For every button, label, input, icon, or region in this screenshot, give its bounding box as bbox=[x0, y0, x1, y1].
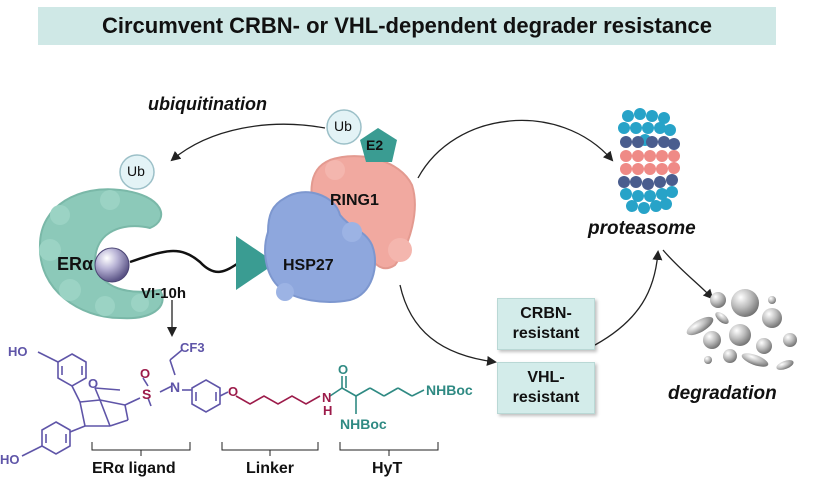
linker-segment-label: Linker bbox=[246, 460, 295, 477]
ether-o-label: O bbox=[228, 384, 239, 399]
ubiquitination-arrow bbox=[170, 123, 326, 162]
ring1-label: RING1 bbox=[330, 192, 379, 209]
carbonyl-o-label: O bbox=[338, 362, 349, 377]
amide-n-label: N bbox=[322, 390, 332, 405]
hyt-segment-label: HyT bbox=[372, 460, 403, 477]
crbn-line1: CRBN- bbox=[520, 305, 572, 322]
chemical-structure bbox=[21, 349, 439, 457]
nitrogen-label: N bbox=[170, 379, 181, 395]
ubiquitination-label: ubiquitination bbox=[148, 94, 267, 114]
ub-left-label: Ub bbox=[127, 163, 145, 179]
ho-bottom-label: HO bbox=[0, 452, 20, 467]
ho-top-label: HO bbox=[8, 344, 28, 359]
sulfonyl-label: S bbox=[142, 386, 152, 402]
linker-curve bbox=[129, 249, 241, 273]
vhl-line2: resistant bbox=[512, 389, 580, 406]
ligand-segment-label: ERα ligand bbox=[92, 460, 176, 477]
hsp27-protein bbox=[264, 191, 376, 303]
er-alpha-label: ERα bbox=[57, 254, 94, 274]
degradation-label: degradation bbox=[668, 383, 777, 404]
title-banner: Circumvent CRBN- or VHL-dependent degrad… bbox=[38, 7, 776, 45]
crbn-line2: resistant bbox=[512, 325, 580, 342]
triangle-warhead-icon bbox=[236, 236, 276, 290]
resistance-to-proteasome-arrow bbox=[594, 250, 663, 346]
compound-label: VI-10h bbox=[141, 285, 187, 302]
sulfonyl-o-label: O bbox=[140, 366, 151, 381]
cf3-label: CF3 bbox=[180, 340, 205, 355]
oxygen-bridge-label: O bbox=[88, 376, 99, 391]
ub-left-icon bbox=[119, 154, 155, 190]
nhboc-alpha-label: NHBoc bbox=[340, 416, 387, 432]
vhl-resistant-box: VHL- resistant bbox=[497, 362, 595, 414]
nhboc-side-label: NHBoc bbox=[426, 382, 473, 398]
to-degradation-arrow bbox=[662, 249, 714, 300]
proteasome-label: proteasome bbox=[588, 218, 696, 239]
page-title: Circumvent CRBN- or VHL-dependent degrad… bbox=[101, 13, 713, 38]
ub-top-icon bbox=[326, 109, 362, 145]
e2-label: E2 bbox=[366, 137, 384, 153]
ub-top-label: Ub bbox=[334, 118, 352, 134]
proteasome bbox=[618, 108, 680, 214]
amide-h-label: H bbox=[323, 403, 333, 418]
to-proteasome-arrow bbox=[417, 119, 614, 179]
degradation-fragments bbox=[686, 289, 797, 370]
crbn-resistant-box: CRBN- resistant bbox=[497, 298, 595, 350]
pentagon-e2-icon bbox=[360, 128, 397, 162]
hsp27-label: HSP27 bbox=[283, 257, 334, 274]
vhl-line1: VHL- bbox=[527, 369, 565, 386]
to-resistance-arrow bbox=[399, 284, 497, 366]
er-alpha-protein bbox=[38, 188, 164, 320]
sphere-ligand-icon bbox=[94, 247, 130, 283]
